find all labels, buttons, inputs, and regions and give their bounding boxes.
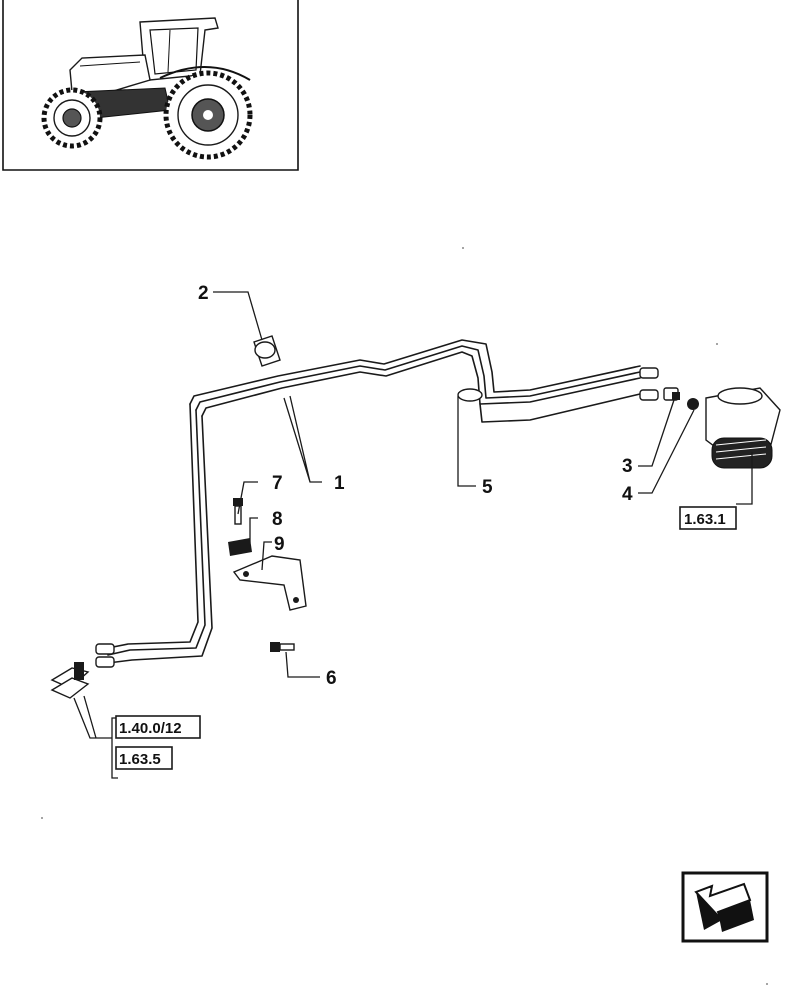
reference-label: 1.40.0/12 (119, 720, 182, 737)
navigation-arrow-icon[interactable] (681, 871, 769, 943)
callout-3: 3 (622, 456, 633, 477)
part-6-bolt (270, 642, 295, 652)
callout-5: 5 (482, 477, 493, 498)
leader-lines (73, 291, 753, 779)
tractor-icon (41, 17, 253, 160)
scan-specks (41, 247, 768, 985)
left-couplers (50, 662, 90, 699)
pump-component (705, 387, 781, 469)
callout-numbers: 2 1 5 3 4 7 8 9 6 (198, 283, 633, 689)
part-3-fitting (663, 387, 680, 401)
part-8-clip (228, 538, 252, 556)
callout-1: 1 (334, 473, 345, 494)
callout-2: 2 (198, 283, 209, 304)
part-7-bolt (233, 498, 243, 525)
tractor-thumbnail (2, 0, 299, 171)
callout-6: 6 (326, 668, 337, 689)
callout-4: 4 (622, 484, 633, 505)
hydraulic-pipes (95, 339, 659, 668)
callout-8: 8 (272, 509, 283, 530)
reference-box-1-63-1[interactable]: 1.63.1 (679, 506, 737, 530)
callout-7: 7 (272, 473, 283, 494)
callout-9: 9 (274, 534, 285, 555)
reference-box-1-40-0-12[interactable]: 1.40.0/12 (115, 715, 201, 739)
part-2-clip (253, 335, 281, 367)
reference-label: 1.63.1 (684, 511, 726, 528)
part-4-washer (687, 398, 699, 410)
reference-label: 1.63.5 (119, 751, 161, 768)
part-9-bracket (232, 555, 307, 611)
reference-box-1-63-5[interactable]: 1.63.5 (115, 746, 173, 770)
